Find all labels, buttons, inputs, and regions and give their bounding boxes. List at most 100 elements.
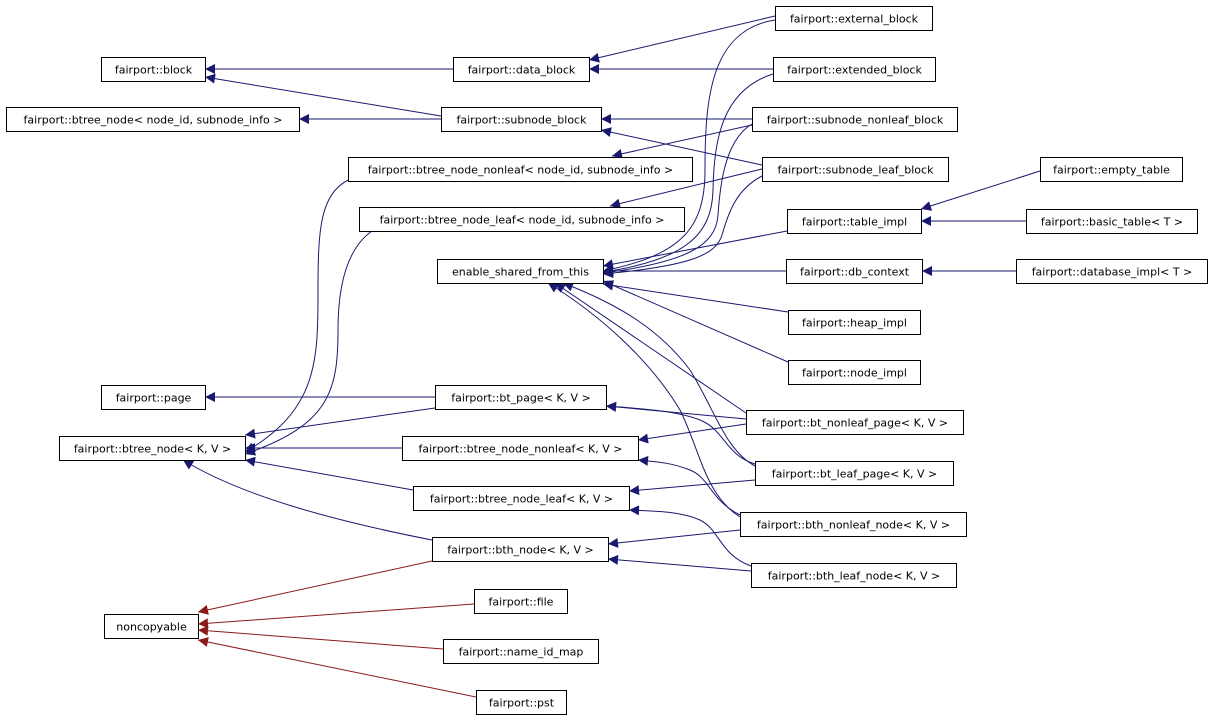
edge-empty_table-to-table_impl — [920, 170, 1041, 211]
class-node-enable-shared[interactable]: enable_shared_from_this — [437, 259, 604, 284]
class-node-box — [746, 410, 964, 435]
edge-bth_nonleaf_node-to-btree_node_nonleaf_kv — [637, 455, 741, 516]
class-node-block[interactable]: fairport::block — [101, 57, 206, 82]
class-node-btree-node-leaf-kv[interactable]: fairport::btree_node_leaf< K, V > — [413, 486, 630, 511]
class-node-btree-node-kv[interactable]: fairport::btree_node< K, V > — [59, 436, 246, 461]
class-node-subnode-block[interactable]: fairport::subnode_block — [441, 107, 602, 132]
class-node-extended-block[interactable]: fairport::extended_block — [773, 57, 936, 82]
class-node-label: fairport::bt_nonleaf_page< K, V > — [762, 417, 948, 430]
class-node-box — [437, 259, 604, 284]
edge-external_block-to-data_block — [588, 15, 776, 63]
class-node-database-impl[interactable]: fairport::database_impl< T > — [1016, 259, 1208, 284]
class-node-label: fairport::btree_node< K, V > — [74, 443, 231, 456]
class-node-label: fairport::external_block — [790, 13, 919, 26]
class-node-box — [1026, 209, 1198, 234]
class-node-name-id-map[interactable]: fairport::name_id_map — [443, 639, 599, 664]
class-node-box — [752, 107, 958, 132]
class-node-label: fairport::subnode_block — [457, 114, 588, 127]
class-node-bth-node[interactable]: fairport::bth_node< K, V > — [432, 537, 609, 562]
class-node-box — [775, 6, 933, 31]
class-node-page[interactable]: fairport::page — [101, 385, 206, 410]
class-node-box — [751, 563, 957, 588]
class-node-box — [773, 57, 936, 82]
edge-btree_node_leaf_kv-to-btree_node_kv — [244, 456, 414, 491]
class-node-table-impl[interactable]: fairport::table_impl — [787, 209, 922, 234]
class-node-box — [755, 461, 954, 486]
class-node-data-block[interactable]: fairport::data_block — [453, 57, 590, 82]
class-node-pst[interactable]: fairport::pst — [476, 690, 567, 715]
class-node-db-context[interactable]: fairport::db_context — [786, 259, 923, 284]
class-node-btree-node-ni[interactable]: fairport::btree_node< node_id, subnode_i… — [6, 107, 300, 132]
class-node-noncopyable[interactable]: noncopyable — [104, 614, 199, 639]
class-node-label: fairport::extended_block — [787, 64, 922, 77]
class-node-label: fairport::bt_page< K, V > — [451, 392, 591, 405]
class-node-label: fairport::file — [489, 596, 554, 609]
edge-bt_leaf_page-to-btree_node_leaf_kv — [628, 479, 756, 496]
class-node-box — [786, 259, 923, 284]
class-node-bt-leaf-page[interactable]: fairport::bt_leaf_page< K, V > — [755, 461, 954, 486]
class-node-node-impl[interactable]: fairport::node_impl — [788, 360, 921, 385]
class-node-subnode-nonleaf-block[interactable]: fairport::subnode_nonleaf_block — [752, 107, 958, 132]
edge-bth_nonleaf_node-to-bth_node — [607, 529, 741, 548]
class-node-label: fairport::btree_node_nonleaf< K, V > — [419, 443, 623, 456]
class-node-box — [432, 537, 609, 562]
edge-pst-to-noncopyable — [197, 637, 477, 698]
class-node-box — [6, 107, 300, 132]
class-node-label: fairport::btree_node_leaf< K, V > — [430, 493, 613, 506]
edge-subnode_leaf_block-to-enable_shared — [602, 175, 763, 279]
class-node-label: fairport::data_block — [468, 64, 576, 77]
class-node-label: noncopyable — [116, 621, 187, 634]
class-node-bt-page[interactable]: fairport::bt_page< K, V > — [435, 385, 607, 410]
edge-file-to-noncopyable — [197, 603, 475, 629]
edges-layer — [182, 15, 1041, 698]
edge-name_id_map-to-noncopyable — [197, 625, 444, 650]
class-node-subnode-leaf-block[interactable]: fairport::subnode_leaf_block — [762, 157, 949, 182]
class-node-label: fairport::subnode_nonleaf_block — [767, 114, 944, 127]
class-node-box — [453, 57, 590, 82]
edge-bth_leaf_node-to-bth_node — [607, 554, 752, 572]
class-node-box — [476, 690, 567, 715]
class-node-label: fairport::basic_table< T > — [1041, 216, 1183, 229]
class-node-box — [59, 436, 246, 461]
class-node-label: fairport::database_impl< T > — [1032, 266, 1193, 279]
class-node-label: fairport::subnode_leaf_block — [778, 164, 935, 177]
edge-table_impl-to-enable_shared — [602, 230, 788, 270]
edge-subnode_nonleaf_block-to-btree_node_nonleaf_ni — [611, 124, 753, 159]
class-node-label: fairport::bth_nonleaf_node< K, V > — [757, 519, 950, 532]
class-node-bth-nonleaf-node[interactable]: fairport::bth_nonleaf_node< K, V > — [740, 512, 967, 537]
class-node-box — [101, 57, 206, 82]
class-node-label: fairport::name_id_map — [459, 646, 584, 659]
class-node-label: fairport::empty_table — [1053, 164, 1170, 177]
class-node-label: fairport::pst — [489, 697, 555, 710]
class-node-box — [435, 385, 607, 410]
class-node-file[interactable]: fairport::file — [474, 589, 568, 614]
class-node-heap-impl[interactable]: fairport::heap_impl — [788, 310, 921, 335]
class-node-label: fairport::bth_leaf_node< K, V > — [768, 570, 940, 583]
class-node-label: fairport::table_impl — [802, 216, 907, 229]
edge-bt_nonleaf_page-to-enable_shared — [554, 282, 747, 414]
edge-bth_nonleaf_node-to-enable_shared — [547, 282, 741, 518]
edge-node_impl-to-enable_shared — [602, 280, 789, 363]
class-node-box — [762, 157, 949, 182]
class-node-box — [474, 589, 568, 614]
class-node-btree-node-nonleaf-ni[interactable]: fairport::btree_node_nonleaf< node_id, s… — [348, 157, 693, 182]
edge-bth_node-to-noncopyable — [197, 560, 433, 615]
class-node-bth-leaf-node[interactable]: fairport::bth_leaf_node< K, V > — [751, 563, 957, 588]
class-node-external-block[interactable]: fairport::external_block — [775, 6, 933, 31]
class-node-box — [1040, 157, 1183, 182]
class-node-bt-nonleaf-page[interactable]: fairport::bt_nonleaf_page< K, V > — [746, 410, 964, 435]
edge-heap_impl-to-enable_shared — [602, 280, 789, 313]
edge-external_block-to-enable_shared — [602, 19, 776, 274]
class-node-box — [402, 436, 639, 461]
class-node-label: fairport::page — [116, 392, 192, 405]
class-node-btree-node-nonleaf-kv[interactable]: fairport::btree_node_nonleaf< K, V > — [402, 436, 639, 461]
edge-bth_node-to-btree_node_kv — [182, 459, 433, 541]
class-node-btree-node-leaf-ni[interactable]: fairport::btree_node_leaf< node_id, subn… — [359, 207, 685, 232]
class-node-basic-table[interactable]: fairport::basic_table< T > — [1026, 209, 1198, 234]
edge-bth_leaf_node-to-btree_node_leaf_kv — [628, 505, 752, 567]
class-node-box — [359, 207, 685, 232]
class-node-empty-table[interactable]: fairport::empty_table — [1040, 157, 1183, 182]
class-node-label: fairport::block — [115, 64, 193, 77]
class-node-box — [348, 157, 693, 182]
